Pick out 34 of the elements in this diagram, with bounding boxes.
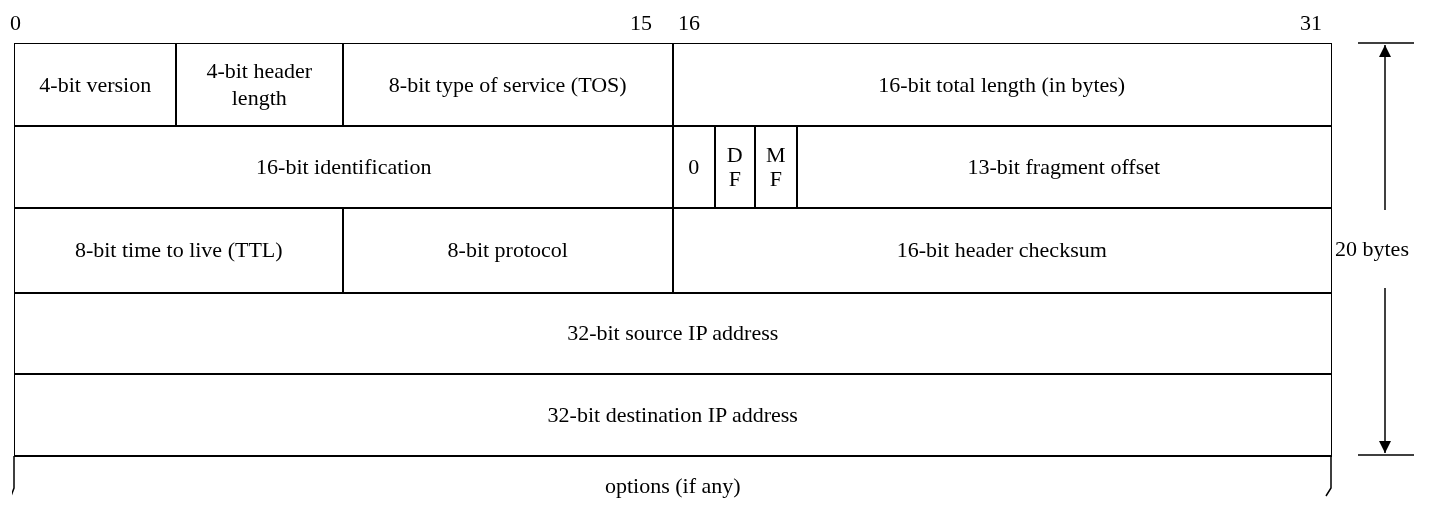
bit-number: 31 xyxy=(1300,9,1322,37)
header-field xyxy=(342,43,674,127)
field-label: 8-bit type of service (TOS) xyxy=(387,71,628,98)
bit-number: 15 xyxy=(630,9,652,37)
header-field xyxy=(175,43,344,127)
header-field xyxy=(14,292,1332,375)
size-label: 20 bytes xyxy=(1335,235,1409,263)
field-label: options (if any) xyxy=(603,473,742,500)
field-label: 8-bit protocol xyxy=(446,237,569,264)
field-label: D F xyxy=(725,142,744,191)
field-label: 16-bit header checksum xyxy=(895,237,1108,264)
bit-number: 16 xyxy=(678,9,700,37)
header-field xyxy=(14,373,1332,457)
header-field xyxy=(672,43,1332,127)
header-field xyxy=(754,125,798,209)
bit-number: 0 xyxy=(10,9,21,37)
header-field xyxy=(672,125,716,209)
header-field xyxy=(714,125,756,209)
header-field xyxy=(14,43,177,127)
field-label: 16-bit total length (in bytes) xyxy=(877,71,1127,98)
field-label: 4-bit version xyxy=(38,71,153,98)
field-label: 32-bit source IP address xyxy=(566,320,780,347)
header-field xyxy=(796,125,1332,209)
field-label: 13-bit fragment offset xyxy=(966,153,1162,180)
field-label: 16-bit identification xyxy=(255,153,433,180)
header-field xyxy=(342,207,674,294)
header-field xyxy=(672,207,1332,294)
field-label: 8-bit time to live (TTL) xyxy=(73,237,284,264)
header-field xyxy=(14,207,344,294)
header-field xyxy=(14,125,674,209)
field-label: 0 xyxy=(687,153,701,180)
field-label: M F xyxy=(764,142,787,191)
field-label: 4-bit header length xyxy=(205,58,314,112)
field-label: 32-bit destination IP address xyxy=(546,401,799,428)
